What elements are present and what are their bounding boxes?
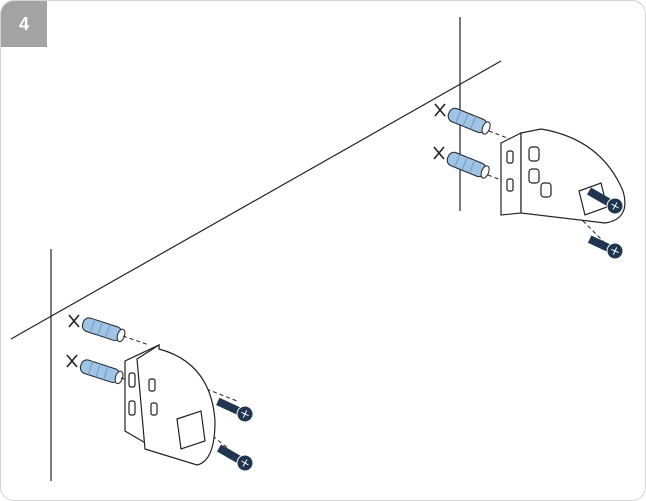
screw-icon (217, 444, 254, 472)
mounting-bracket-icon (500, 128, 626, 224)
wall-lines (10, 17, 502, 481)
wall-plug-icon (79, 359, 124, 385)
x-mark-icon (66, 354, 78, 368)
ceiling-line (10, 60, 502, 340)
x-mark-icon (68, 314, 80, 328)
right-assembly (433, 103, 626, 260)
left-assembly (66, 314, 254, 472)
screw-icon (587, 187, 624, 215)
x-mark-icon (434, 103, 446, 117)
screw-icon (216, 397, 254, 423)
wall-plug-icon (81, 317, 126, 343)
step-number-badge: 4 (1, 1, 47, 47)
mounting-bracket-icon (124, 343, 216, 466)
wall-plug-icon (446, 151, 490, 179)
screw-icon (587, 235, 624, 260)
x-mark-icon (433, 146, 445, 160)
wall-plug-icon (447, 107, 491, 135)
